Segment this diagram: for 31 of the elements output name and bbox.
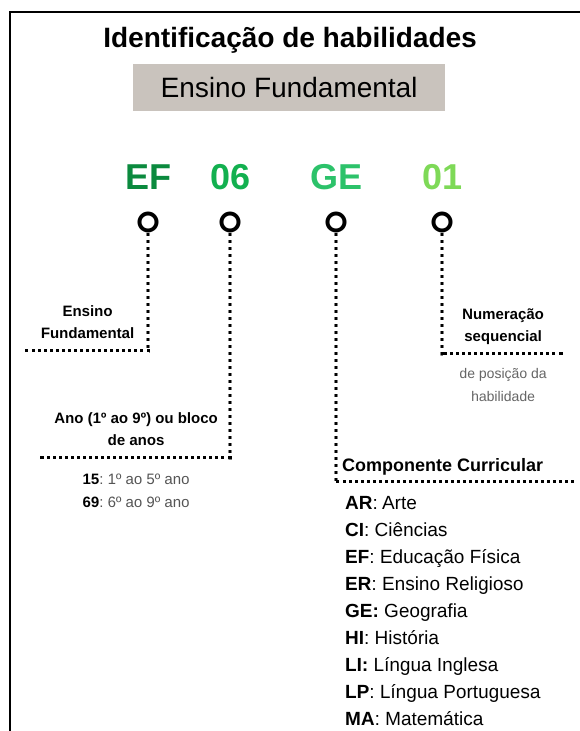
title: Identificação de habilidades xyxy=(102,21,478,55)
note-text: de posição da habilidade xyxy=(458,364,548,406)
list-item: HI: História xyxy=(345,627,440,651)
code-part: 01 xyxy=(420,155,464,199)
list-item: CI: Ciências xyxy=(345,519,448,543)
code-part: 06 xyxy=(208,155,252,199)
list-item: MA: Matemática xyxy=(345,708,484,731)
label-text: Ano (1º ao 9º) ou bloco de anos xyxy=(53,409,219,451)
circle-marker xyxy=(431,211,453,233)
list-item: LP: Língua Portuguesa xyxy=(345,681,542,705)
note-text: 69: 6º ao 9º ano xyxy=(82,493,190,513)
leader-line xyxy=(440,233,444,356)
subtitle-text: Ensino Fundamental xyxy=(160,70,418,104)
circle-marker xyxy=(325,211,347,233)
circle-marker xyxy=(219,211,241,233)
circle-marker xyxy=(137,211,159,233)
leader-line xyxy=(146,233,150,352)
leader-line xyxy=(228,233,232,460)
note-text: 15: 1º ao 5º ano xyxy=(82,470,190,490)
label-text: Numeração sequencial xyxy=(461,305,545,347)
list-item: LI: Língua Inglesa xyxy=(345,654,500,678)
list-item: AR: Arte xyxy=(345,492,418,516)
code-part: EF xyxy=(124,155,172,199)
list-item: EF: Educação Física xyxy=(345,546,522,570)
list-item: ER: Ensino Religioso xyxy=(345,573,524,597)
leader-line xyxy=(334,233,338,484)
label-text: Componente Curricular xyxy=(342,454,544,476)
list-item: GE: Geografia xyxy=(345,600,469,624)
label-text: Ensino Fundamental xyxy=(40,302,136,344)
subtitle-band xyxy=(133,64,445,111)
code-part: GE xyxy=(308,155,363,199)
